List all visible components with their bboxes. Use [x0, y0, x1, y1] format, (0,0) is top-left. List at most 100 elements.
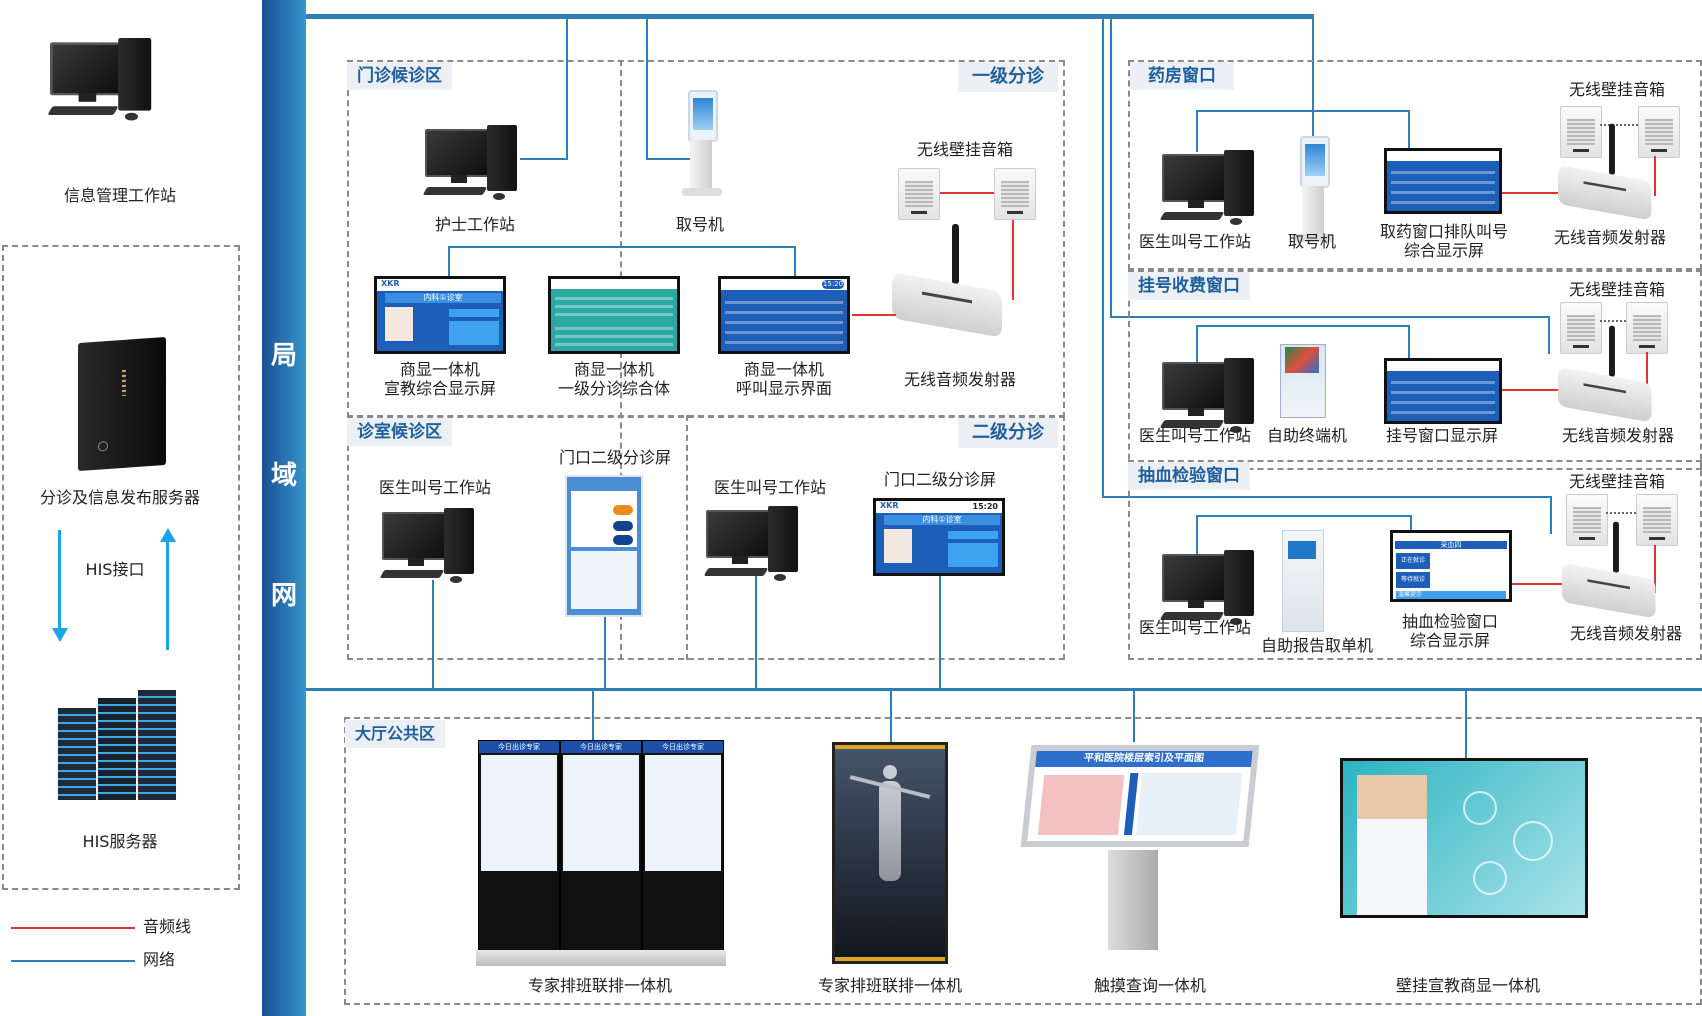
- wall-speaker-icon: [1566, 494, 1608, 546]
- wall-speaker-icon: [1638, 106, 1680, 158]
- legend-network-line: [11, 960, 135, 962]
- audio-transmitter-label: 无线音频发射器: [903, 370, 1016, 389]
- wall-speaker-icon: [1636, 494, 1678, 546]
- registration-doctor-label: 医生叫号工作站: [1138, 426, 1251, 445]
- pharmacy-ticket-machine-label: 取号机: [1287, 232, 1336, 251]
- pharmacy-display-screen: [1384, 148, 1502, 214]
- pharmacy-speaker-label: 无线壁挂音箱: [1568, 80, 1665, 99]
- display-triage-screen: [548, 276, 680, 354]
- clinic-waiting-title: 诊室候诊区: [347, 418, 452, 446]
- audio-transmitter-icon: [892, 224, 1002, 338]
- expert-panel: 今日出诊专家: [478, 740, 560, 966]
- registration-transmitter-label: 无线音频发射器: [1561, 426, 1674, 445]
- pharmacy-transmitter-icon: [1558, 123, 1652, 221]
- info-workstation-pc-icon: [47, 38, 171, 126]
- blood-test-transmitter-label: 无线音频发射器: [1569, 624, 1682, 643]
- report-printer-label: 自助报告取单机: [1260, 636, 1373, 655]
- blood-test-transmitter-icon: [1562, 521, 1656, 619]
- pharmacy-title: 药房窗口: [1130, 62, 1234, 90]
- pharmacy-zone: [1128, 60, 1702, 270]
- legend-network-label: 网络: [143, 950, 176, 969]
- touch-query-kiosk-screen: 平和医院楼层索引及平面图: [1020, 745, 1260, 847]
- lobby-device-2-label: 专家排班联排一体机: [817, 976, 962, 995]
- expert-panel: 今日出诊专家: [560, 740, 642, 966]
- door-screen-b-display: XKR 15:20 内科①诊室: [873, 498, 1005, 576]
- lan-char: 域: [270, 461, 297, 491]
- network-backbone-top: [306, 14, 1314, 19]
- display-education-screen: XKR 内科①诊室: [374, 276, 506, 354]
- nurse-station-label: 护士工作站: [434, 215, 515, 234]
- lobby-zone: [344, 717, 1702, 1005]
- info-workstation-label: 信息管理工作站: [63, 186, 176, 205]
- expert-panel: 今日出诊专家: [642, 740, 724, 966]
- arrow-down-line: [58, 530, 61, 636]
- door-screen-b-label: 门口二级分诊屏: [883, 470, 996, 489]
- wall-speaker-icon: [1626, 302, 1668, 354]
- network-backbone-bottom: [306, 688, 1702, 691]
- arrow-down-icon: [52, 628, 68, 642]
- legend-audio-label: 音频线: [143, 917, 192, 936]
- triage-server-label: 分诊及信息发布服务器: [39, 488, 200, 507]
- blood-test-doctor-pc-icon: [1159, 550, 1272, 630]
- clinic-waiting-zone: [347, 415, 1065, 660]
- lobby-device-3-label: 触摸查询一体机: [1093, 976, 1206, 995]
- registration-transmitter-icon: [1558, 325, 1652, 423]
- lan-char: 网: [270, 581, 297, 611]
- wall-speaker-icon: [1560, 106, 1602, 158]
- pharmacy-doctor-pc-icon: [1159, 150, 1272, 230]
- ticket-machine-icon: [682, 90, 722, 200]
- legend-audio-line: [11, 927, 135, 929]
- registration-doctor-pc-icon: [1159, 358, 1272, 438]
- triage-server-icon: [78, 336, 166, 472]
- outpatient-waiting-zone: [347, 60, 1065, 418]
- lobby-title: 大厅公共区: [345, 720, 446, 748]
- registration-title: 挂号收费窗口: [1128, 272, 1250, 300]
- self-service-terminal-label: 自助终端机: [1266, 426, 1347, 445]
- wall-speaker-icon: [898, 168, 940, 220]
- display-education-label: 商显一体机 宣教综合显示屏: [383, 360, 496, 398]
- display-call-label: 商显一体机 呼叫显示界面: [735, 360, 832, 398]
- doctor-station-a-pc-icon: [379, 508, 492, 588]
- door-screen-a-display: [565, 475, 643, 617]
- door-screen-a-label: 门口二级分诊屏: [558, 448, 671, 467]
- wall-speaker-icon: [994, 168, 1036, 220]
- pharmacy-ticket-machine-icon: [1294, 136, 1334, 246]
- lan-bar: 局 域 网: [262, 0, 306, 1016]
- level-one-triage-badge: 一级分诊: [958, 62, 1058, 92]
- blood-test-doctor-label: 医生叫号工作站: [1138, 618, 1251, 637]
- his-server-icon: [58, 690, 178, 800]
- pharmacy-transmitter-label: 无线音频发射器: [1553, 228, 1666, 247]
- blood-test-speaker-label: 无线壁挂音箱: [1568, 472, 1665, 491]
- arrow-up-icon: [160, 528, 176, 542]
- body-model-kiosk-screen: [832, 742, 948, 964]
- registration-display-label: 挂号窗口显示屏: [1385, 426, 1498, 445]
- outpatient-waiting-title: 门诊候诊区: [347, 62, 452, 90]
- report-printer-icon: [1282, 530, 1324, 632]
- lobby-device-4-label: 壁挂宣教商显一体机: [1395, 976, 1540, 995]
- display-triage-label: 商显一体机 一级分诊综合体: [557, 360, 670, 398]
- doctor-station-b-pc-icon: [703, 506, 816, 586]
- self-service-terminal-icon: [1280, 344, 1326, 418]
- registration-speaker-label: 无线壁挂音箱: [1568, 280, 1665, 299]
- doctor-station-b-label: 医生叫号工作站: [713, 478, 826, 497]
- blood-test-zone: [1128, 460, 1702, 660]
- display-call-screen: 15:20: [718, 276, 850, 354]
- doctor-station-a-label: 医生叫号工作站: [378, 478, 491, 497]
- pharmacy-doctor-label: 医生叫号工作站: [1138, 232, 1251, 251]
- blood-test-title: 抽血检验窗口: [1128, 462, 1250, 490]
- level-two-triage-badge: 二级分诊: [958, 418, 1058, 448]
- lobby-device-1-label: 专家排班联排一体机: [527, 976, 672, 995]
- registration-zone: [1128, 270, 1702, 470]
- nurse-station-pc-icon: [422, 125, 535, 205]
- server-group-zone: [2, 245, 240, 890]
- his-server-label: HIS服务器: [82, 832, 158, 851]
- ticket-machine-label: 取号机: [675, 215, 724, 234]
- his-interface-label: HIS接口: [85, 560, 145, 579]
- blood-test-display-label: 抽血检验窗口 综合显示屏: [1401, 612, 1498, 650]
- registration-display-screen: [1384, 358, 1502, 424]
- wall-education-display-screen: [1340, 758, 1588, 918]
- arrow-up-line: [166, 540, 169, 650]
- wall-speaker-icon: [1560, 302, 1602, 354]
- blood-test-display-screen: 采血四 正在就诊 等待就诊 温馨提示: [1390, 530, 1512, 602]
- pharmacy-display-label: 取药窗口排队叫号 综合显示屏: [1379, 222, 1508, 260]
